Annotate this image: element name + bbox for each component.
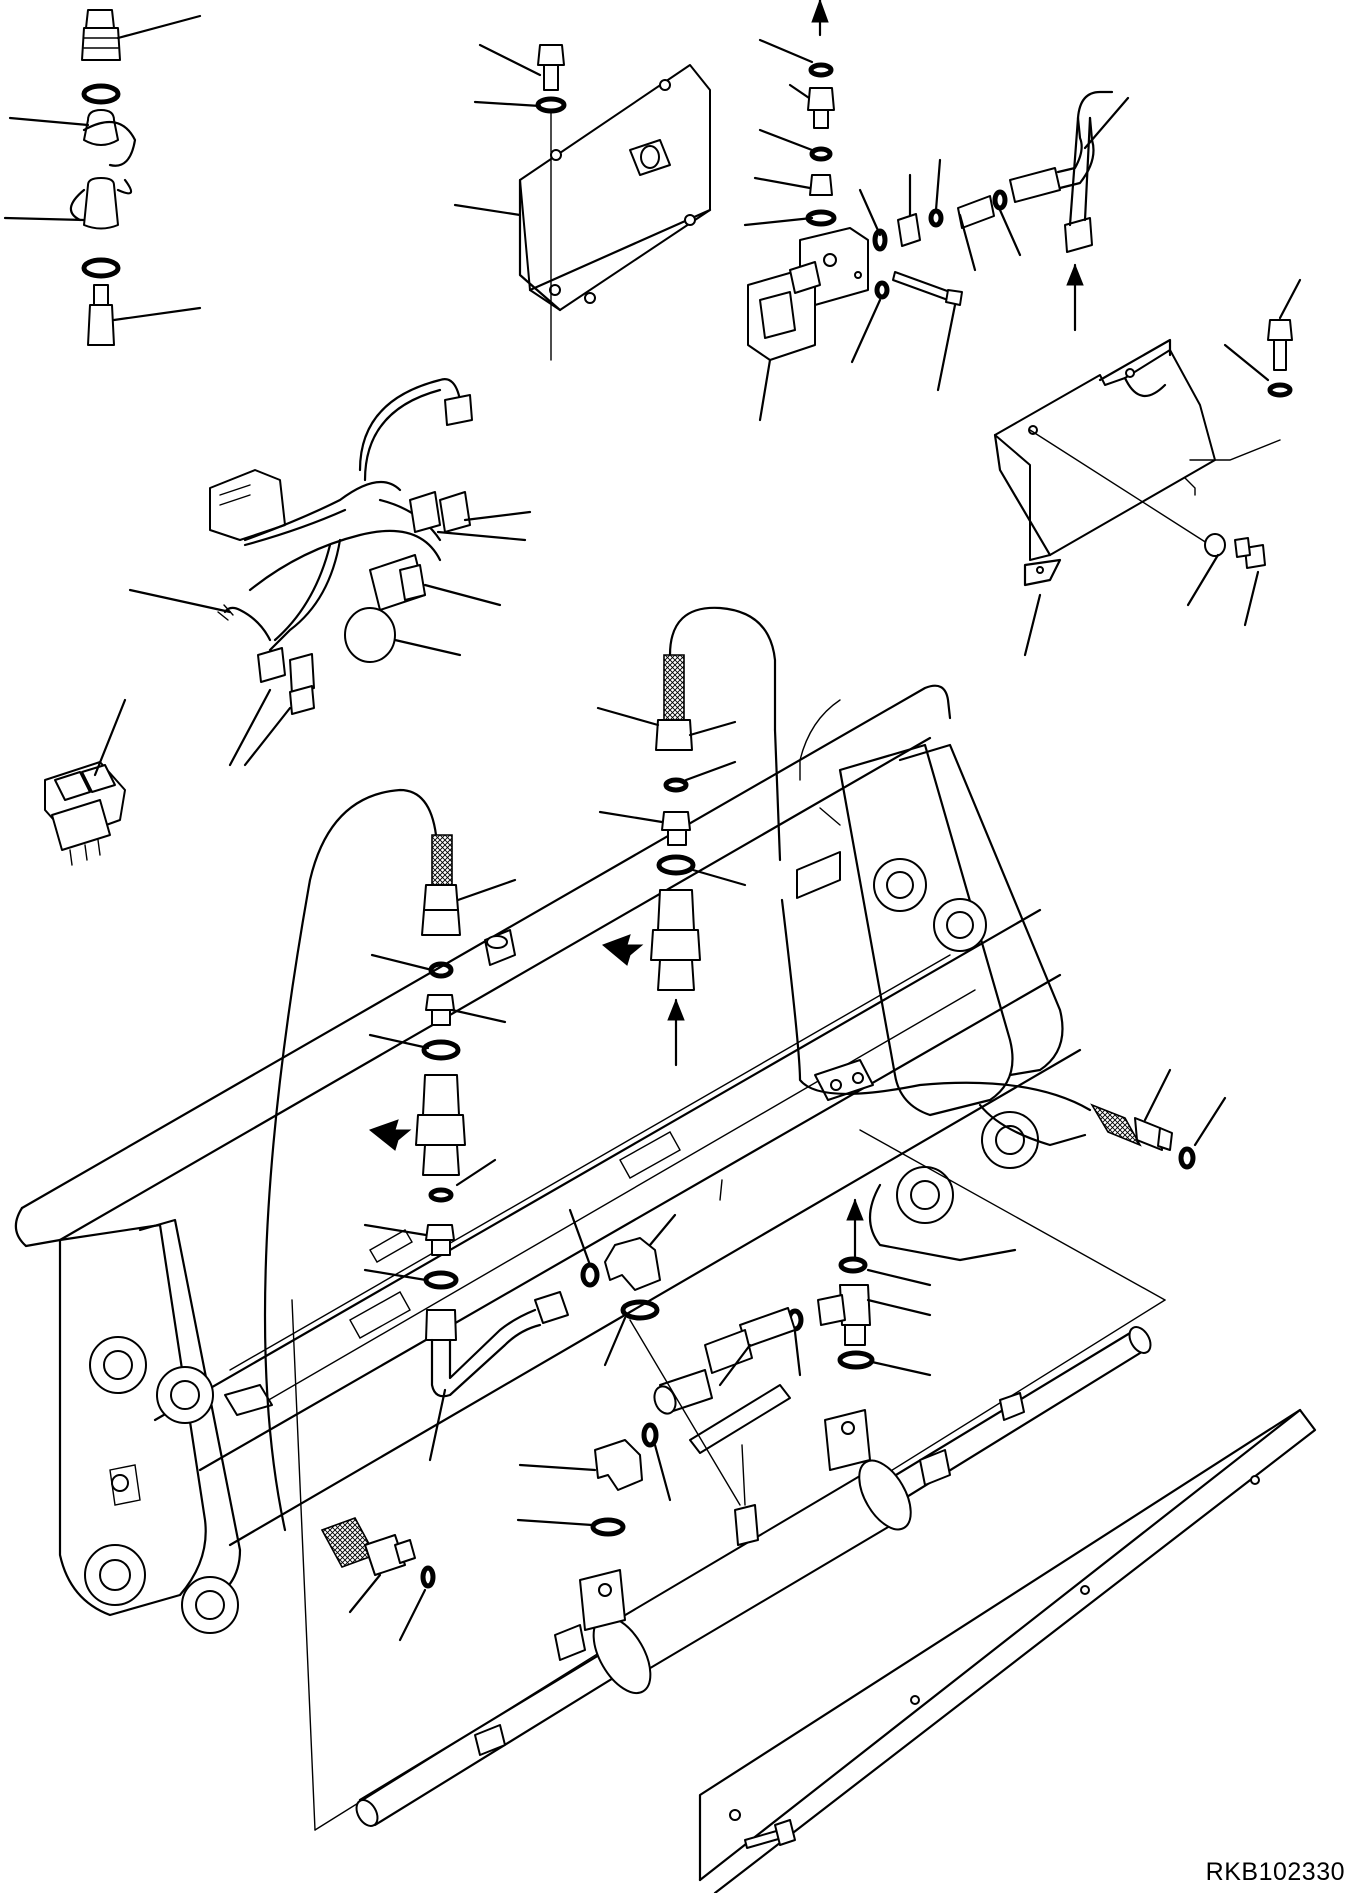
tee-fitting-assembly [516, 1198, 932, 1546]
mounting-bracket-top [453, 43, 712, 361]
wiring-harness [128, 378, 532, 767]
mounting-bracket-right [993, 278, 1302, 657]
coupler-line-right [596, 606, 1227, 1170]
misc-blocks [484, 699, 841, 1201]
rocker-switch [44, 698, 127, 866]
top-left-coupler-stack [3, 9, 202, 346]
coupler-line-left [263, 788, 677, 1642]
cylinder-rod-assembly [355, 1326, 1317, 1893]
solenoid-valve-assembly [743, 0, 1130, 422]
attachment-frame [14, 684, 1166, 1831]
drawing-code: RKB102330 [1205, 1858, 1345, 1886]
